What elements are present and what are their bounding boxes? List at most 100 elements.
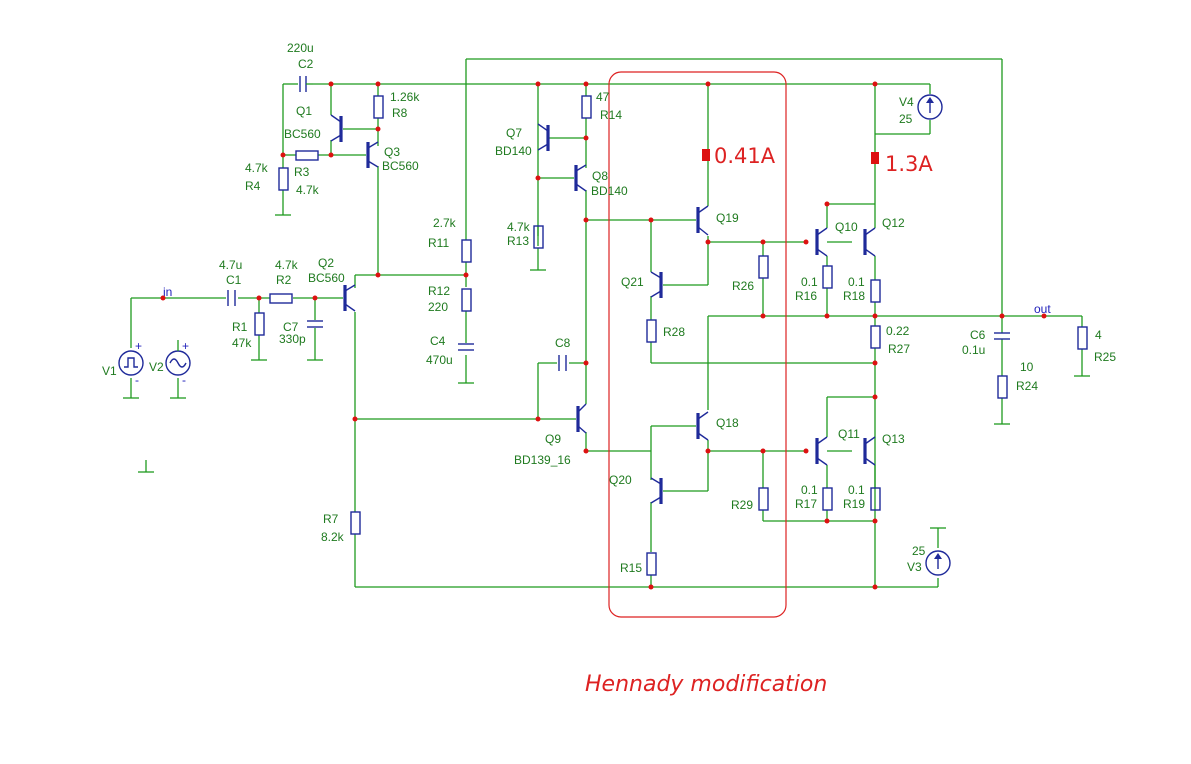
sources: + - + - [118, 94, 951, 576]
source-v2: + - [165, 339, 191, 387]
resistor-r25 [1077, 326, 1088, 350]
r11-name: R11 [428, 236, 449, 250]
transistor-q18 [696, 411, 709, 441]
r27-value: 0.22 [886, 324, 910, 338]
resistor-r3 [295, 150, 319, 161]
r7-name: R7 [323, 512, 339, 526]
transistor-q21 [650, 271, 663, 298]
transistor-q2 [343, 284, 356, 312]
q18-name: Q18 [716, 416, 739, 430]
transistor-q3 [366, 141, 379, 168]
resistor-r29 [758, 487, 769, 511]
v1-name: V1 [102, 364, 117, 378]
q2-name: Q2 [318, 256, 334, 270]
r19-name: R19 [843, 497, 865, 511]
r1-value: 47k [232, 336, 252, 350]
source-v3 [925, 550, 951, 576]
c8-name: C8 [555, 336, 571, 350]
q8-type: BD140 [591, 184, 628, 198]
q21-name: Q21 [621, 275, 644, 289]
r28-name: R28 [663, 325, 685, 339]
net-in-label: in [163, 285, 172, 299]
junction-dots [160, 81, 1047, 590]
r3-value: 4.7k [296, 183, 320, 197]
resistor-r18 [870, 279, 881, 303]
current-probe-q19 [702, 149, 710, 161]
resistor-r12 [461, 288, 472, 312]
svg-text:+: + [182, 339, 189, 353]
q10-name: Q10 [835, 220, 858, 234]
capacitor-c7 [307, 320, 323, 328]
r29-name: R29 [731, 498, 753, 512]
c4-name: C4 [430, 334, 446, 348]
transistor-q11 [815, 436, 828, 466]
r12-value: 220 [428, 300, 448, 314]
c4-value: 470u [426, 353, 453, 367]
svg-text:-: - [182, 373, 186, 387]
transistor-q8 [574, 164, 587, 192]
c2-value: 220u [287, 41, 314, 55]
svg-text:-: - [135, 373, 139, 387]
r1-name: R1 [232, 320, 248, 334]
transistor-q20 [650, 477, 663, 504]
v2-name: V2 [149, 360, 164, 374]
transistor-q12 [863, 227, 876, 257]
transistor-q1 [330, 114, 343, 142]
r13-name: R13 [507, 234, 529, 248]
current-annotation-q19: 0.41A [714, 144, 776, 168]
r3-name: R3 [294, 165, 310, 179]
c7-name: C7 [283, 320, 299, 334]
r17-name: R17 [795, 497, 817, 511]
resistor-r4 [278, 167, 289, 191]
r25-value: 4 [1095, 328, 1102, 342]
capacitor-c1 [227, 290, 236, 306]
r18-name: R18 [843, 289, 865, 303]
r8-name: R8 [392, 106, 408, 120]
current-annotation-q12: 1.3A [885, 152, 933, 176]
current-probe-q12 [871, 152, 879, 164]
transistor-q10 [815, 227, 828, 257]
q3-type: BC560 [382, 159, 419, 173]
transistor-q9 [576, 403, 587, 434]
r26-name: R26 [732, 279, 754, 293]
r2-name: R2 [276, 273, 292, 287]
resistor-r28 [646, 319, 657, 343]
c2-name: C2 [298, 57, 314, 71]
resistor-r15 [646, 552, 657, 576]
c7-value: 330p [279, 332, 306, 346]
caption: Hennady modification [585, 672, 827, 697]
v4-value: 25 [899, 112, 913, 126]
q1-type: BC560 [284, 127, 321, 141]
capacitor-c6 [994, 332, 1010, 340]
capacitors [227, 76, 1010, 371]
resistor-r2 [269, 293, 293, 304]
modification-box [608, 71, 787, 618]
resistor-r16 [822, 265, 833, 289]
r14-value: 47 [596, 90, 610, 104]
resistor-r8 [373, 95, 384, 119]
resistors [254, 95, 1088, 576]
q2-type: BC560 [308, 271, 345, 285]
resistor-r26 [758, 255, 769, 279]
r19-value: 0.1 [848, 483, 865, 497]
resistor-r11 [461, 239, 472, 263]
net-out-label: out [1034, 302, 1051, 316]
resistor-r13 [533, 225, 544, 249]
resistor-r24 [997, 375, 1008, 399]
c6-value: 0.1u [962, 343, 985, 357]
resistor-r19 [870, 487, 881, 511]
r4-name: R4 [245, 179, 261, 193]
r13-value: 4.7k [507, 220, 531, 234]
r18-value: 0.1 [848, 275, 865, 289]
r25-name: R25 [1094, 350, 1116, 364]
r24-name: R24 [1016, 379, 1038, 393]
resistor-r17 [822, 487, 833, 511]
c6-name: C6 [970, 328, 986, 342]
capacitor-c2 [299, 76, 313, 92]
r4-value: 4.7k [245, 161, 269, 175]
q7-name: Q7 [506, 126, 522, 140]
transistor-q13 [863, 436, 876, 466]
r16-name: R16 [795, 289, 817, 303]
q20-name: Q20 [609, 473, 632, 487]
v4-name: V4 [899, 95, 914, 109]
